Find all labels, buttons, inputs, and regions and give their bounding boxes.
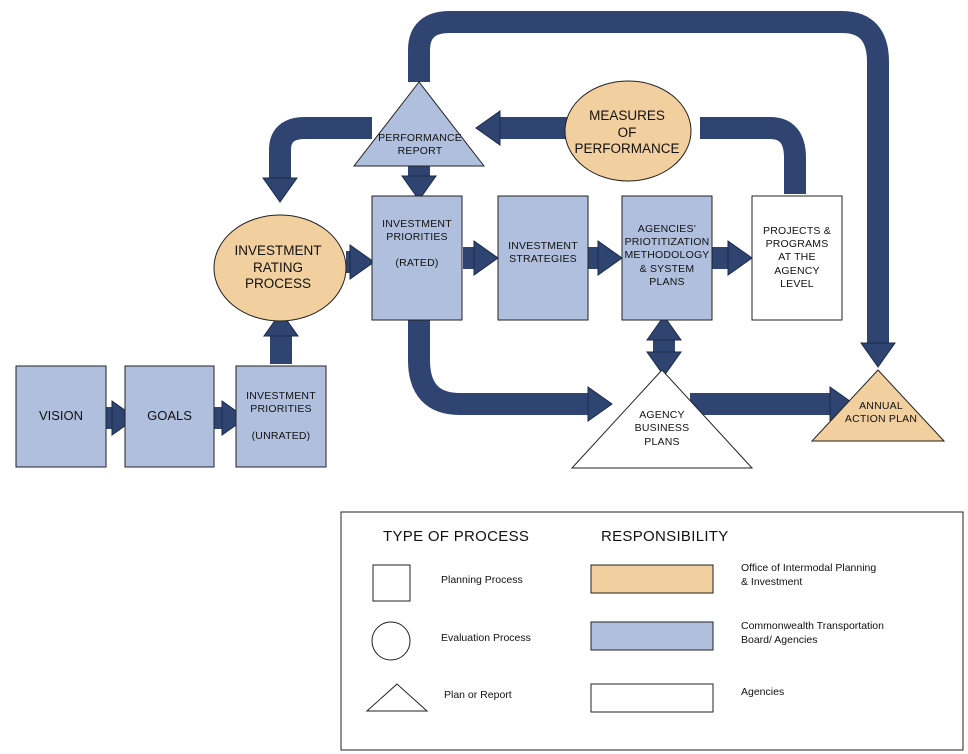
legend-shapes — [340, 511, 964, 751]
projects-programs-label: PROJECTS & PROGRAMS AT THE AGENCY LEVEL — [763, 225, 831, 290]
methodology-business-down-head — [646, 351, 682, 377]
legend-plan-triangle — [365, 683, 429, 712]
methodology-to-projects-head — [727, 240, 753, 276]
legend-office-swatch — [590, 564, 714, 594]
goals-to-unrated-head — [221, 400, 247, 436]
legend-office-label: Office of Intermodal Planning & Investme… — [741, 562, 877, 588]
projects-programs-box — [751, 195, 843, 321]
legend-evaluation-circle — [371, 621, 411, 661]
priorities-unrated-label: INVESTMENT PRIORITIES (UNRATED) — [246, 390, 316, 442]
business-plans-triangle — [570, 369, 754, 469]
report-to-rated-head — [401, 175, 437, 201]
goals-label: GOALS — [147, 408, 192, 424]
annual-action-plan-label: ANNUAL ACTION PLAN — [844, 399, 918, 425]
strategies-to-methodology-head — [597, 240, 623, 276]
performance-report-triangle — [352, 81, 486, 167]
legend-responsibility-heading: RESPONSIBILITY — [601, 528, 729, 545]
report-to-rating-shaft — [269, 117, 372, 180]
performance-to-action-plan-loop — [408, 11, 889, 345]
measures-ellipse — [564, 80, 692, 182]
legend-plan-report-label: Plan or Report — [444, 689, 512, 701]
rated-to-business-plans-shaft — [408, 318, 590, 415]
legend-planning-square — [372, 564, 411, 602]
diagram-shapes — [15, 80, 946, 469]
agencies-methodology-box — [621, 195, 713, 321]
projects-to-measures-connector — [700, 117, 806, 194]
legend-evaluation-label: Evaluation Process — [441, 632, 531, 644]
rating-process-label: INVESTMENT RATING PROCESS — [234, 242, 322, 292]
legend-planning-label: Planning Process — [441, 574, 523, 586]
performance-report-label: PERFORMANCE REPORT — [378, 131, 462, 157]
legend-ctb-swatch — [590, 621, 714, 651]
rating-to-rated-head — [349, 244, 375, 280]
rated-to-strategies-head — [473, 240, 499, 276]
rated-to-business-plans-head — [587, 386, 613, 422]
agencies-methodology-label: AGENCIES’ PRIOTITIZATION METHODOLOGY & S… — [624, 223, 710, 288]
priorities-unrated-box — [235, 365, 327, 468]
unrated-to-rating-head — [263, 311, 299, 337]
priorities-rated-label: INVESTMENT PRIORITIES (RATED) — [382, 217, 452, 270]
methodology-business-up-head — [646, 315, 682, 341]
measures-to-report-head — [475, 110, 501, 146]
vision-label: VISION — [38, 408, 84, 424]
legend-agencies-swatch — [590, 683, 714, 713]
legend-type-heading: TYPE OF PROCESS — [383, 528, 530, 545]
action-plan-triangle — [810, 369, 946, 442]
goals-box — [124, 365, 215, 468]
performance-to-action-plan-head — [860, 342, 896, 368]
legend-agencies-label: Agencies — [741, 686, 785, 698]
connector-arrows — [106, 11, 896, 436]
strategies-label: INVESTMENT STRATEGIES — [508, 240, 578, 266]
priorities-rated-box — [371, 195, 463, 321]
agency-business-plans-label: AGENCY BUSINESS PLANS — [634, 409, 690, 448]
vision-to-goals-head — [111, 400, 137, 436]
strategies-box — [497, 195, 589, 321]
vision-box — [15, 365, 107, 468]
legend-ctb-label: Commonwealth Transportation Board/ Agenc… — [741, 620, 884, 646]
report-to-rating-head — [262, 177, 298, 203]
measures-label: MEASURES OF PERFORMANCE — [574, 107, 680, 157]
rating-process-ellipse — [213, 214, 347, 322]
